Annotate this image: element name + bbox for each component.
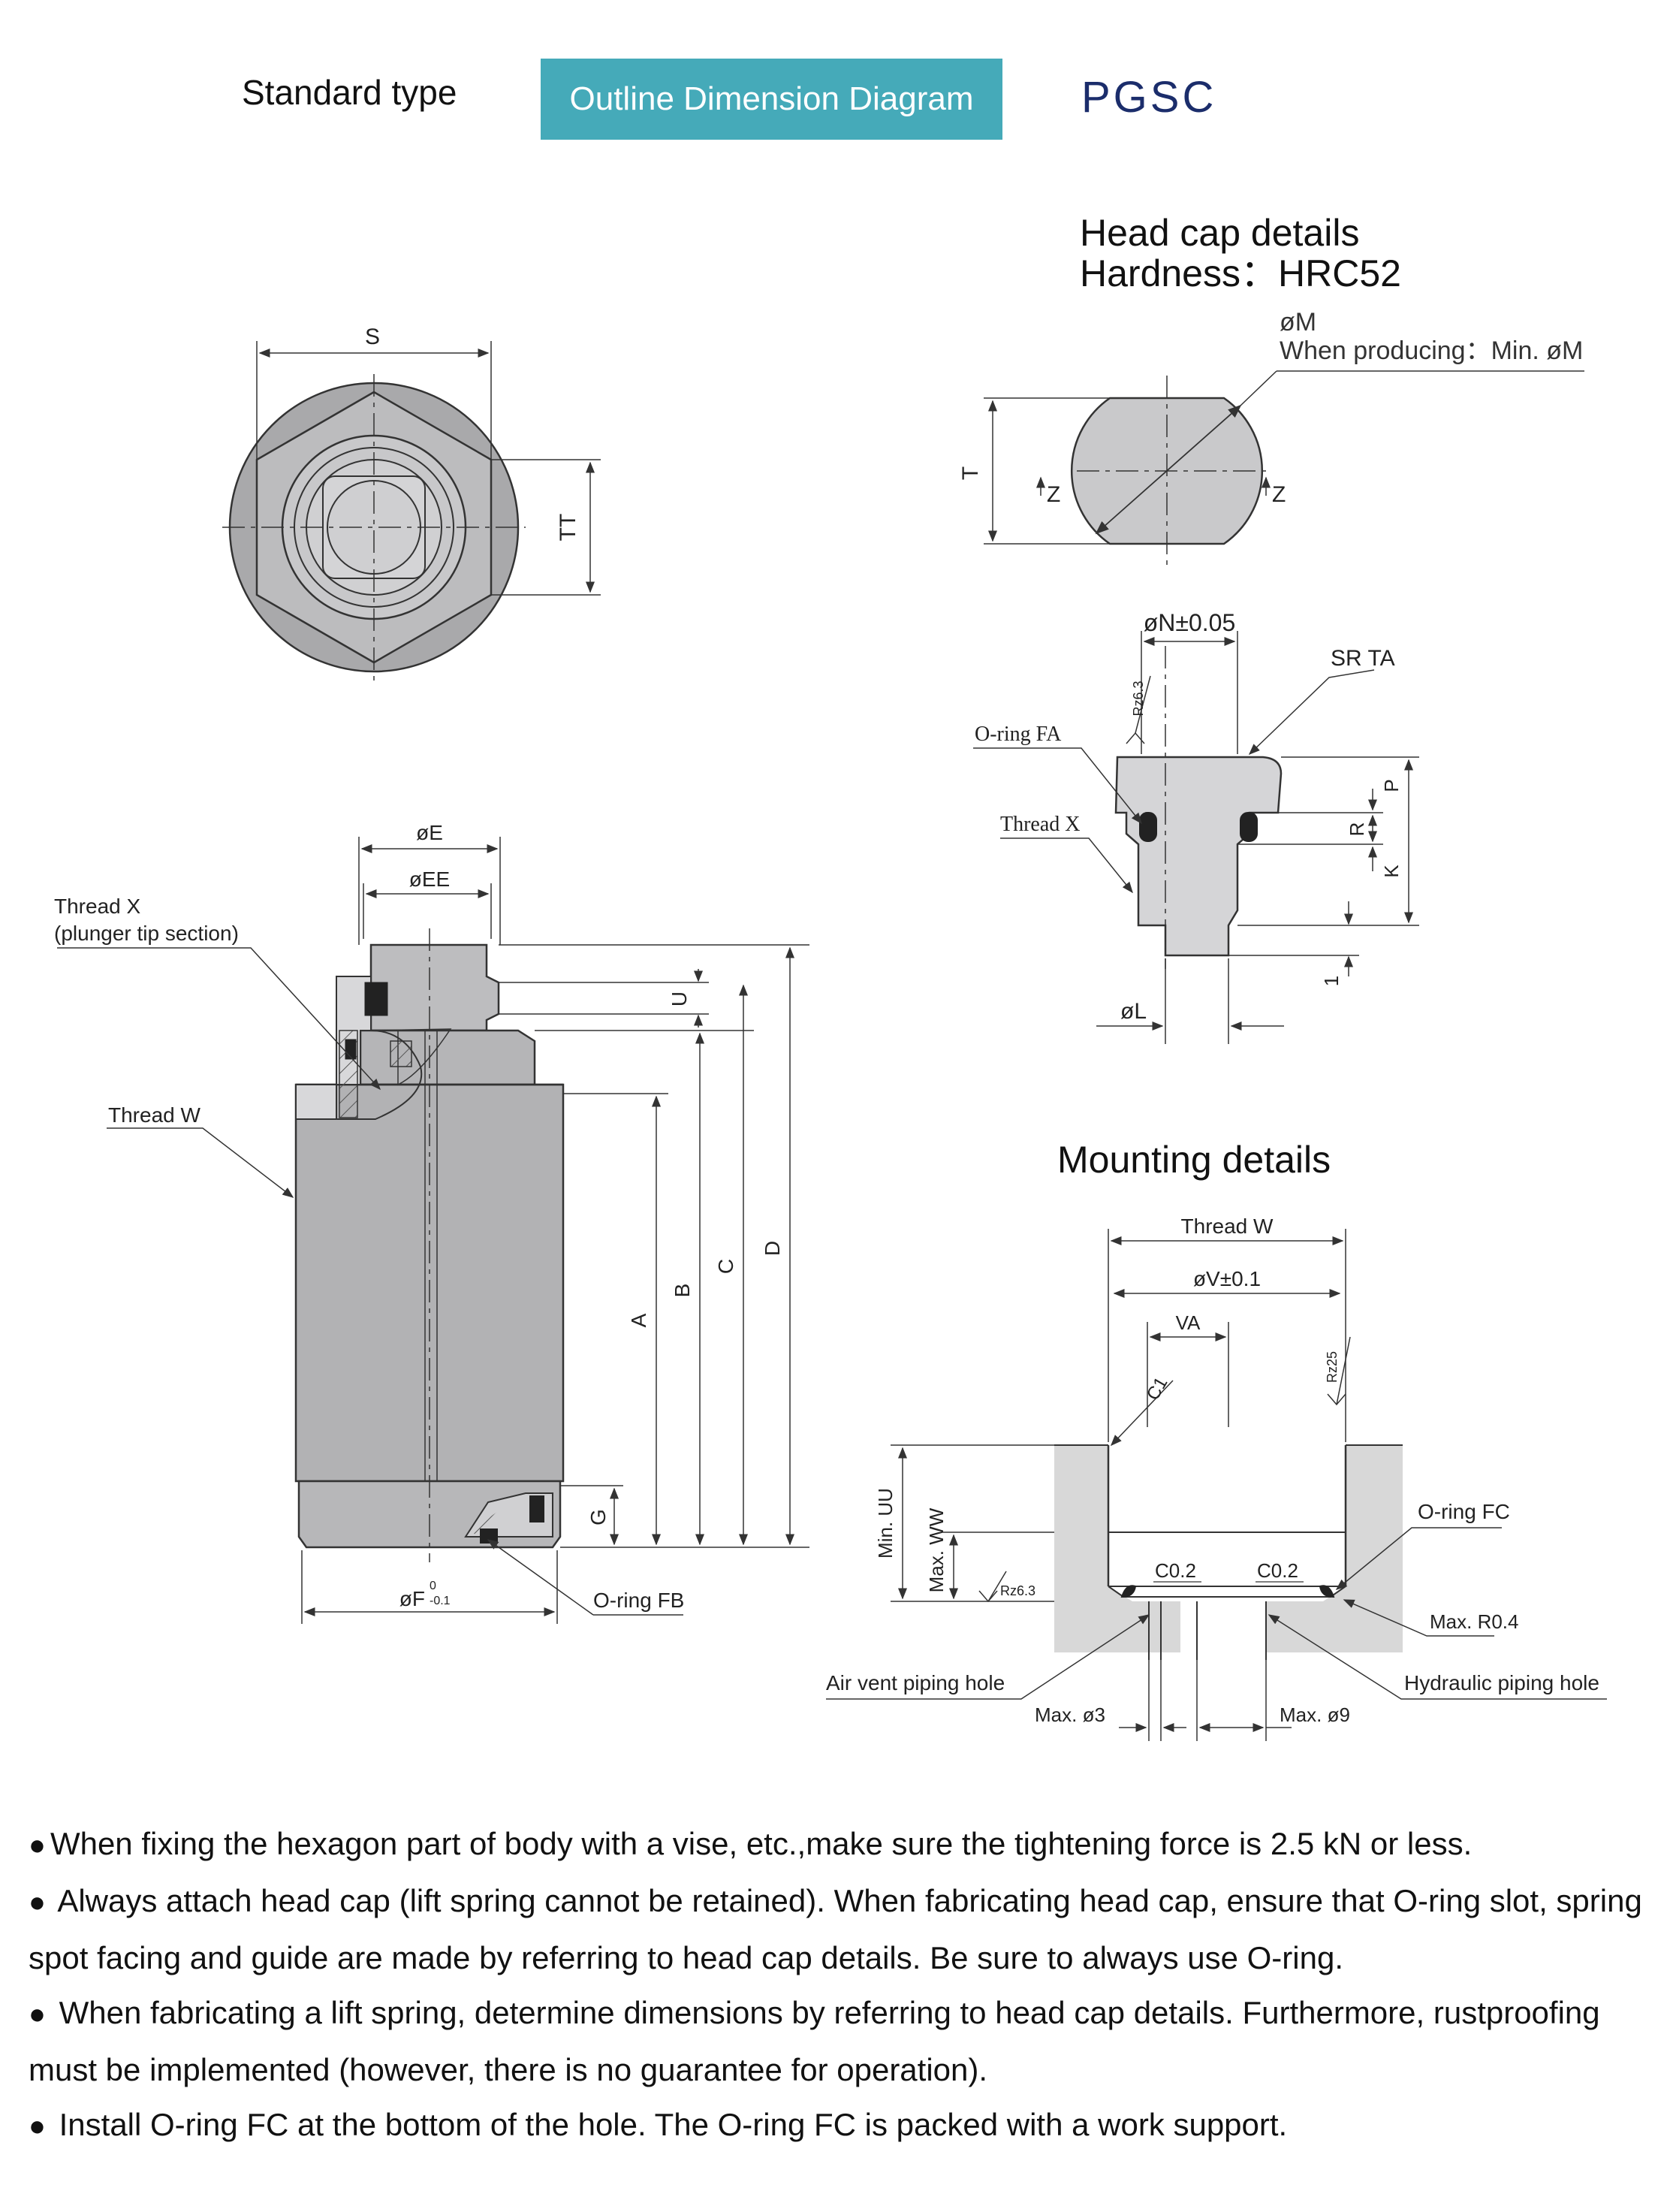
- model-name: PGSC: [1081, 73, 1217, 122]
- head-cap-top-view: [984, 370, 1584, 568]
- oring-fc-callout: O-ring FC: [1418, 1500, 1510, 1523]
- dim-v-label: øV±0.1: [1193, 1267, 1261, 1290]
- notes: ●When fixing the hexagon part of body wi…: [29, 1816, 1643, 2154]
- thread-x-callout-note: (plunger tip section): [54, 922, 239, 945]
- head-cap-section-view: [973, 631, 1419, 1044]
- dim-sr-ta-label: SR TA: [1331, 646, 1395, 671]
- head-cap-hardness: Hardness：HRC52: [1080, 252, 1401, 294]
- hydraulic-callout: Hydraulic piping hole: [1404, 1671, 1599, 1694]
- mount-thread-w-label: Thread W: [1181, 1215, 1274, 1238]
- dim-d-label: D: [761, 1241, 784, 1256]
- c02-left-label: C0.2: [1155, 1559, 1196, 1582]
- thread-x-cap-callout: Thread X: [1000, 813, 1081, 836]
- note-4: ● Install O-ring FC at the bottom of the…: [29, 2107, 1288, 2142]
- dim-tt-label: TT: [556, 514, 580, 542]
- thread-x-callout: Thread X: [54, 895, 140, 918]
- dim-k-label: K: [1380, 865, 1403, 878]
- max-r04-callout: Max. R0.4: [1430, 1610, 1519, 1633]
- when-producing-note: When producing：Min. øM: [1280, 336, 1583, 365]
- dim-a-label: A: [627, 1313, 650, 1327]
- dim-m-label: øM: [1280, 308, 1316, 336]
- dim-l-label: øL: [1120, 999, 1147, 1024]
- mounting-section-view: [826, 1229, 1607, 1741]
- dim-max-ww: Max. WW: [925, 1507, 948, 1592]
- body-side-view: [57, 837, 809, 1624]
- standard-type-label: Standard type: [242, 73, 457, 112]
- dim-p-label: P: [1380, 779, 1403, 792]
- note-1: ●When fixing the hexagon part of body wi…: [29, 1826, 1473, 1861]
- body-top-view: [222, 341, 601, 680]
- dim-f-tol-bottom: -0.1: [430, 1595, 451, 1607]
- rz63-mark-cap: Rz6.3: [1131, 680, 1146, 716]
- dim-e-label: øE: [416, 821, 443, 844]
- dim-z-left: Z: [1047, 482, 1060, 507]
- dim-t-label: T: [958, 466, 983, 480]
- max-d3-label: Max. ø3: [1035, 1704, 1105, 1726]
- c02-right-label: C0.2: [1257, 1559, 1298, 1582]
- dim-ee-label: øEE: [409, 868, 450, 891]
- oring-fb-callout: O-ring FB: [593, 1589, 684, 1612]
- dim-u-label: U: [668, 991, 691, 1006]
- rz25-mark: Rz25: [1325, 1351, 1340, 1383]
- outline-dimension-diagram: S TT: [54, 308, 1607, 1741]
- rz63-mark-mount: Rz6.3: [1000, 1583, 1035, 1598]
- outline-dimension-badge: Outline Dimension Diagram: [541, 59, 1002, 140]
- mounting-title: Mounting details: [1057, 1139, 1331, 1181]
- dim-n-label: øN±0.05: [1144, 609, 1236, 636]
- dim-s-label: S: [365, 324, 380, 349]
- air-vent-callout: Air vent piping hole: [826, 1671, 1005, 1694]
- dim-va-label: VA: [1176, 1311, 1201, 1334]
- dim-f-label: øF: [399, 1587, 425, 1610]
- dim-g-label: G: [586, 1509, 610, 1525]
- oring-fa-callout: O-ring FA: [975, 723, 1062, 746]
- dim-b-label: B: [671, 1284, 694, 1298]
- dim-1-label: 1: [1320, 976, 1343, 986]
- max-d9-label: Max. ø9: [1280, 1704, 1350, 1726]
- note-2: ● Always attach head cap (lift spring ca…: [29, 1883, 1642, 1975]
- dim-f-tol-top: 0: [430, 1580, 436, 1592]
- note-3: ● When fabricating a lift spring, determ…: [29, 1995, 1600, 2087]
- dim-z-right: Z: [1272, 482, 1286, 507]
- dim-min-uu: Min. UU: [874, 1488, 897, 1559]
- head-cap-title: Head cap details: [1080, 212, 1360, 254]
- dim-c-label: C: [714, 1259, 737, 1274]
- thread-w-callout: Thread W: [108, 1103, 200, 1127]
- dim-r-label: R: [1346, 822, 1368, 837]
